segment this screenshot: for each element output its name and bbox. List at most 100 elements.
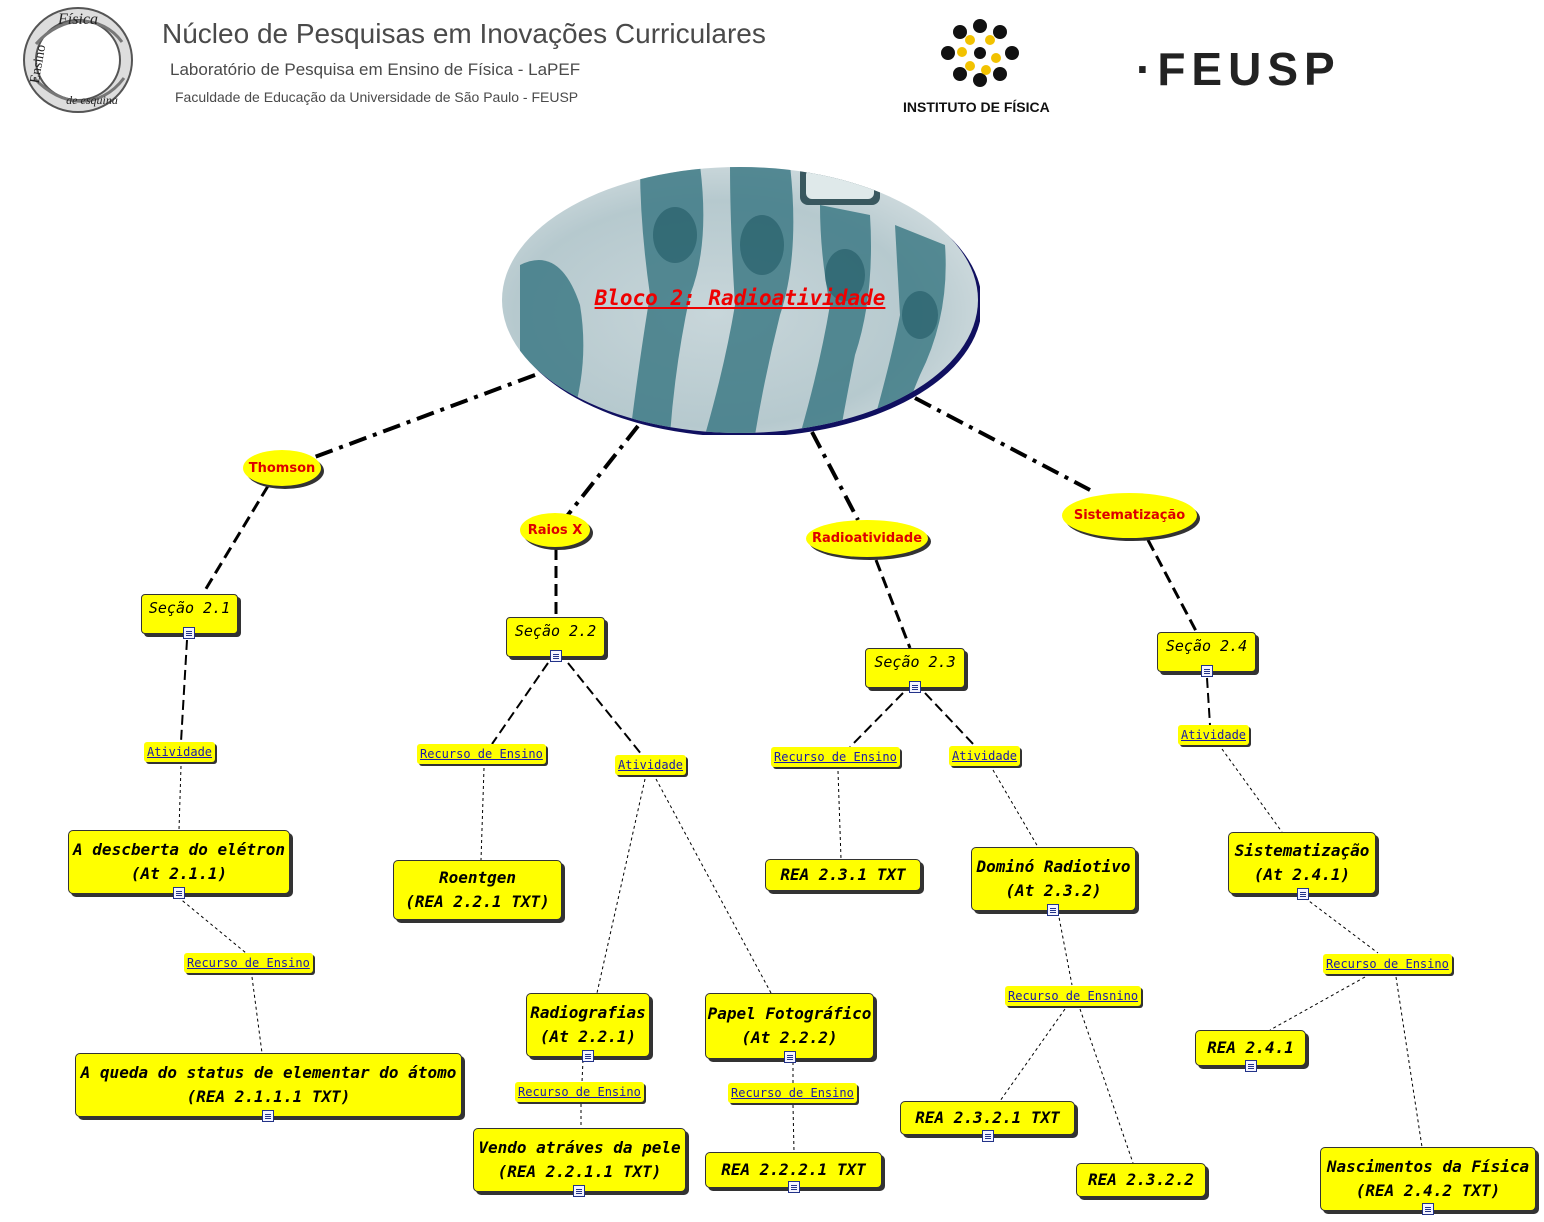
instituto-de-fisica-logo bbox=[941, 19, 1019, 87]
topic-radioatividade[interactable]: Radioatividade bbox=[806, 520, 928, 557]
node-title: Papel Fotográfico bbox=[707, 1004, 872, 1023]
node-title: REA 2.3.2.1 TXT bbox=[915, 1108, 1060, 1127]
node-at-2-2-2[interactable]: Papel Fotográfico (At 2.2.2) bbox=[705, 993, 874, 1063]
link-recurso-de-ensino[interactable]: Recurso de Ensino bbox=[515, 1082, 644, 1102]
document-icon[interactable] bbox=[550, 650, 562, 662]
connector-recurso-rea242 bbox=[1395, 976, 1423, 1148]
document-icon[interactable] bbox=[909, 681, 921, 693]
ensino-de-fisica-logo: Física Ensino de esquina bbox=[23, 7, 133, 113]
connector-s24-atividade bbox=[1206, 677, 1211, 726]
connector-recurso-rea231 bbox=[837, 770, 842, 860]
node-rea-2-4-1[interactable]: REA 2.4.1 bbox=[1195, 1030, 1306, 1072]
node-title: Radiografias bbox=[530, 1003, 646, 1022]
connector-recurso-roentgen bbox=[480, 767, 485, 861]
section-2-2[interactable]: Seção 2.2 bbox=[506, 617, 605, 662]
document-icon[interactable] bbox=[1422, 1203, 1434, 1215]
link-recurso-de-ensino[interactable]: Recurso de Ensino bbox=[771, 747, 900, 767]
link-atividade[interactable]: Atividade bbox=[144, 742, 216, 762]
node-rea-2-2-2-1[interactable]: REA 2.2.2.1 TXT bbox=[705, 1152, 882, 1193]
root-xray-ellipse bbox=[502, 167, 980, 435]
node-rea-2-2-1-1[interactable]: Vendo atráves da pele (REA 2.2.1.1 TXT) bbox=[473, 1128, 686, 1197]
node-at-2-4-1[interactable]: Sistematização (At 2.4.1) bbox=[1228, 832, 1376, 900]
node-rea-2-1-1-1[interactable]: A queda do status de elementar do átomo … bbox=[75, 1053, 462, 1122]
connector-s22-recurso bbox=[491, 662, 549, 745]
node-rea-2-3-2-2[interactable]: REA 2.3.2.2 bbox=[1076, 1163, 1206, 1197]
link-atividade[interactable]: Atividade bbox=[615, 755, 687, 775]
section-2-3[interactable]: Seção 2.3 bbox=[865, 648, 965, 693]
connector-s23-atividade bbox=[924, 692, 976, 747]
node-title: Dominó Radiotivo bbox=[976, 857, 1131, 876]
node-at-2-1-1[interactable]: A descberta do elétron (At 2.1.1) bbox=[68, 830, 290, 899]
section-label: Seção 2.4 bbox=[1165, 637, 1248, 655]
section-label: Seção 2.2 bbox=[514, 622, 597, 640]
link-recurso-de-ensino[interactable]: Recurso de Ensino bbox=[184, 953, 313, 973]
connector-recurso-rea2322 bbox=[1079, 1008, 1134, 1164]
link-recurso-de-ensino[interactable]: Recurso de Ensino bbox=[1323, 954, 1452, 974]
node-at-2-3-2[interactable]: Dominó Radiotivo (At 2.3.2) bbox=[971, 847, 1136, 916]
link-recurso-de-ensnino[interactable]: Recurso de Ensnino bbox=[1005, 986, 1142, 1006]
logo-text-ensino: Ensino bbox=[28, 44, 50, 85]
link-atividade[interactable]: Atividade bbox=[1178, 725, 1250, 745]
connector-recurso-rea241 bbox=[1269, 976, 1366, 1031]
root-topic-label[interactable]: Bloco 2: Radioatividade bbox=[594, 286, 886, 310]
node-title: REA 2.2.2.1 TXT bbox=[721, 1160, 866, 1179]
section-label: Seção 2.3 bbox=[874, 653, 956, 671]
connector-atividade-at232 bbox=[992, 769, 1039, 848]
document-icon[interactable] bbox=[784, 1051, 796, 1063]
link-recurso-de-ensino[interactable]: Recurso de Ensino bbox=[728, 1083, 857, 1103]
node-code: (REA 2.1.1.1 TXT) bbox=[186, 1087, 351, 1106]
document-icon[interactable] bbox=[262, 1110, 274, 1122]
link-recurso-de-ensino[interactable]: Recurso de Ensino bbox=[417, 744, 546, 764]
node-rea-2-3-2-1[interactable]: REA 2.3.2.1 TXT bbox=[900, 1101, 1075, 1142]
connector-s21-atividade bbox=[180, 639, 188, 743]
document-icon[interactable] bbox=[582, 1050, 594, 1062]
connector-atividade-at221 bbox=[596, 778, 646, 994]
instituto-de-fisica-label: INSTITUTO DE FÍSICA bbox=[903, 99, 1050, 115]
document-icon[interactable] bbox=[982, 1130, 994, 1142]
node-code: (REA 2.2.1.1 TXT) bbox=[497, 1162, 662, 1181]
node-title: A descberta do elétron bbox=[73, 840, 285, 859]
section-2-4[interactable]: Seção 2.4 bbox=[1157, 632, 1256, 677]
connector-atividade-at241 bbox=[1221, 748, 1283, 833]
connector-recurso-rea2221 bbox=[792, 1104, 795, 1153]
connector-at221-recurso bbox=[581, 1059, 584, 1083]
document-icon[interactable] bbox=[1245, 1060, 1257, 1072]
node-code: (REA 2.2.1 TXT) bbox=[405, 892, 550, 911]
node-title: Vendo atráves da pele bbox=[478, 1138, 681, 1157]
connector-at241-recurso bbox=[1304, 897, 1379, 954]
connector-recurso-rea2321 bbox=[999, 1008, 1066, 1102]
document-icon[interactable] bbox=[573, 1185, 585, 1197]
section-label: Seção 2.1 bbox=[148, 599, 231, 617]
connector-root-radioatividade bbox=[810, 431, 860, 521]
document-icon[interactable] bbox=[1201, 665, 1213, 677]
node-title: Sistematização bbox=[1234, 841, 1370, 860]
connector-radio-s23 bbox=[874, 559, 912, 649]
connector-sist-s24 bbox=[1146, 539, 1198, 632]
node-rea-2-4-2[interactable]: Nascimentos da Física (REA 2.4.2 TXT) bbox=[1320, 1147, 1536, 1215]
lab-subtitle: Laboratório de Pesquisa em Ensino de Fís… bbox=[170, 60, 581, 79]
node-code: (REA 2.4.2 TXT) bbox=[1355, 1181, 1501, 1200]
link-atividade[interactable]: Atividade bbox=[949, 746, 1021, 766]
document-icon[interactable] bbox=[1047, 904, 1059, 916]
topic-thomson[interactable]: Thomson bbox=[243, 450, 321, 486]
document-icon[interactable] bbox=[788, 1181, 800, 1193]
document-icon[interactable] bbox=[183, 627, 195, 639]
section-2-1[interactable]: Seção 2.1 bbox=[141, 594, 238, 639]
topic-sistematizacao[interactable]: Sistematização bbox=[1062, 493, 1197, 538]
node-roentgen[interactable]: Roentgen (REA 2.2.1 TXT) bbox=[393, 860, 562, 920]
connector-thomson-s21 bbox=[202, 485, 270, 593]
node-code: (At 2.2.1) bbox=[539, 1027, 637, 1046]
topic-raios-x[interactable]: Raios X bbox=[520, 513, 590, 547]
connector-atividade-at222 bbox=[655, 778, 772, 994]
node-rea-2-3-1[interactable]: REA 2.3.1 TXT bbox=[765, 859, 921, 891]
node-at-2-2-1[interactable]: Radiografias (At 2.2.1) bbox=[526, 993, 650, 1062]
node-title: Roentgen bbox=[438, 868, 517, 887]
faculty-subtitle: Faculdade de Educação da Universidade de… bbox=[175, 89, 579, 105]
connector-s22-atividade bbox=[567, 662, 643, 756]
document-icon[interactable] bbox=[1297, 888, 1309, 900]
connector-recurso-rea2111 bbox=[251, 976, 263, 1054]
logo-text-esquina: de esquina bbox=[66, 93, 118, 107]
node-code: (At 2.1.1) bbox=[130, 864, 228, 883]
document-icon[interactable] bbox=[173, 887, 185, 899]
